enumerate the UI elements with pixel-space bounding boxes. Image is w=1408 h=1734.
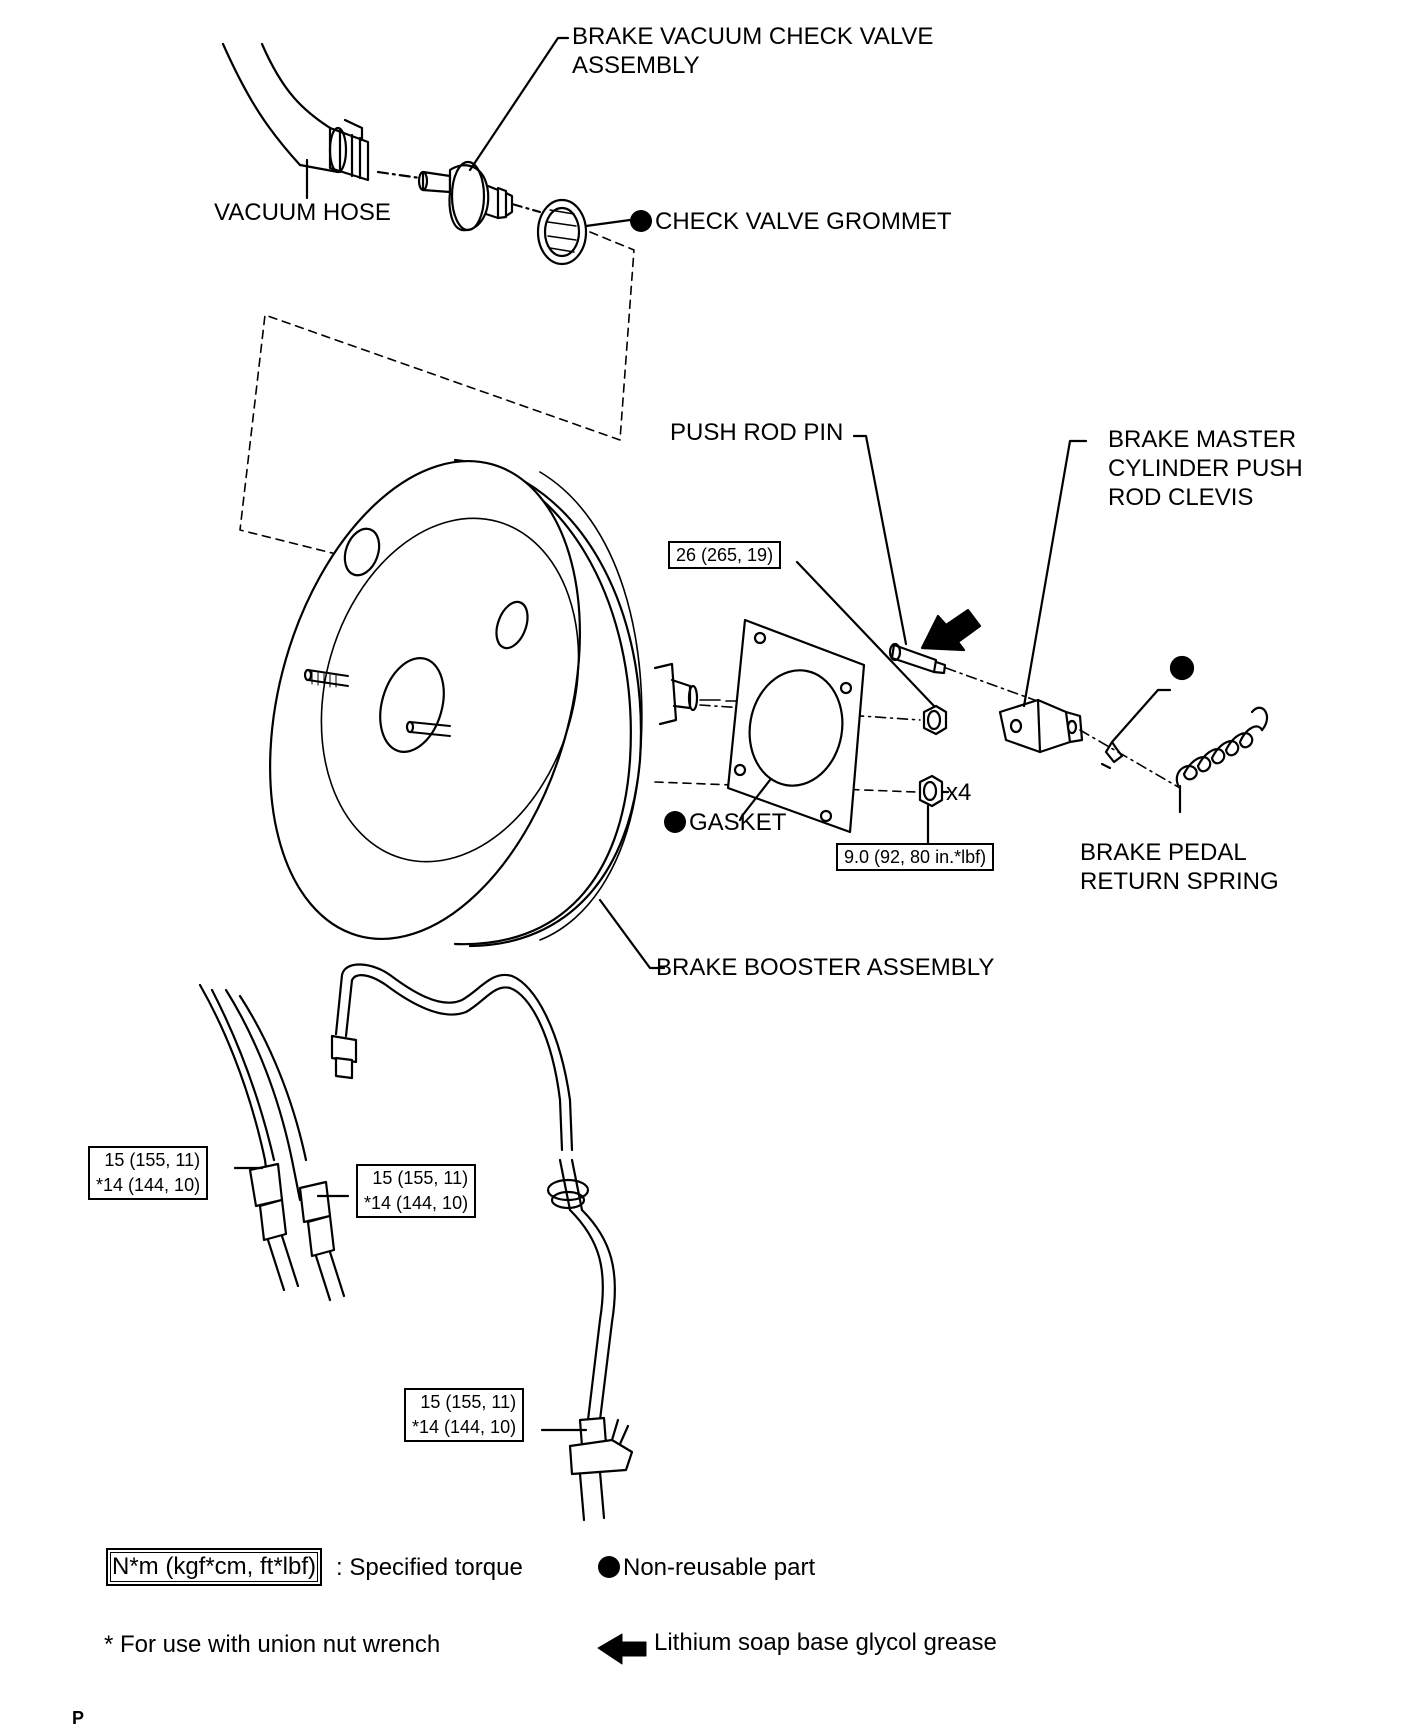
brake-booster-assembly [269,458,745,948]
legend-grease-arrow-icon [597,1633,647,1665]
check-valve-assembly [417,36,570,232]
torque-value: 15 (155, 11) [420,1392,517,1412]
booster-leader [598,898,666,970]
label-check-valve-line2: ASSEMBLY [572,52,700,79]
torque-booster-nut: 9.0 (92, 80 in.*lbf) [836,843,995,871]
torque-value: 15 (155, 11) [104,1150,201,1170]
check-valve-grommet [536,198,632,266]
brake-tubes [198,963,634,1522]
torque-tube-bottom: 15 (155, 11) *14 (144, 10) [404,1388,525,1442]
label-gasket: GASKET [664,808,786,837]
alignment-line-hose-valve [376,170,422,180]
non-reusable-icon [630,210,652,232]
label-clevis-line3: ROD CLEVIS [1108,484,1254,511]
label-vacuum-hose: VACUUM HOSE [214,199,391,226]
push-rod-pin [852,434,947,675]
legend-torque-unit: N*m (kgf*cm, ft*lbf) [106,1548,323,1586]
label-check-valve-grommet: CHECK VALVE GROMMET [630,207,951,236]
torque-value-union: *14 (144, 10) [412,1417,517,1437]
label-return-spring-line1: BRAKE PEDAL [1080,839,1247,866]
label-check-valve-line1: BRAKE VACUUM CHECK VALVE [572,23,934,50]
gasket [726,618,866,834]
clevis-clip [1100,655,1195,770]
non-reusable-icon [598,1556,620,1578]
torque-value: 15 (155, 11) [372,1168,469,1188]
legend-union-nut: * For use with union nut wrench [104,1631,441,1658]
label-clevis-line1: BRAKE MASTER [1108,426,1297,453]
label-booster: BRAKE BOOSTER ASSEMBLY [656,954,995,981]
torque-tube-mid: 15 (155, 11) *14 (144, 10) [356,1164,477,1218]
grease-arrow-icon [920,608,982,652]
alignment-line-clevis [945,667,1181,789]
label-return-spring-line2: RETURN SPRING [1080,868,1279,895]
label-push-rod-pin: PUSH ROD PIN [670,419,844,446]
mounting-dashed-guide [239,231,635,561]
clevis-lock-nut [795,560,948,736]
page-code: P [72,1708,85,1728]
torque-value-union: *14 (144, 10) [96,1175,201,1195]
push-rod-clevis [998,439,1088,754]
legend-non-reusable: Non-reusable part [598,1553,815,1582]
legend-grease: Lithium soap base glycol grease [654,1629,997,1656]
label-clevis-line2: CYLINDER PUSH [1108,455,1303,482]
return-spring [1175,706,1269,814]
torque-value-union: *14 (144, 10) [364,1193,469,1213]
legend-torque-desc: : Specified torque [336,1554,523,1581]
booster-mounting-nut [918,774,944,848]
torque-leaders [233,1166,588,1432]
torque-tube-left: 15 (155, 11) *14 (144, 10) [88,1146,209,1200]
torque-clevis-nut: 26 (265, 19) [668,541,782,569]
label-x4: x4 [946,779,972,806]
non-reusable-icon [664,811,686,833]
vacuum-hose [221,42,370,200]
alignment-line-valve-grommet [510,202,542,214]
